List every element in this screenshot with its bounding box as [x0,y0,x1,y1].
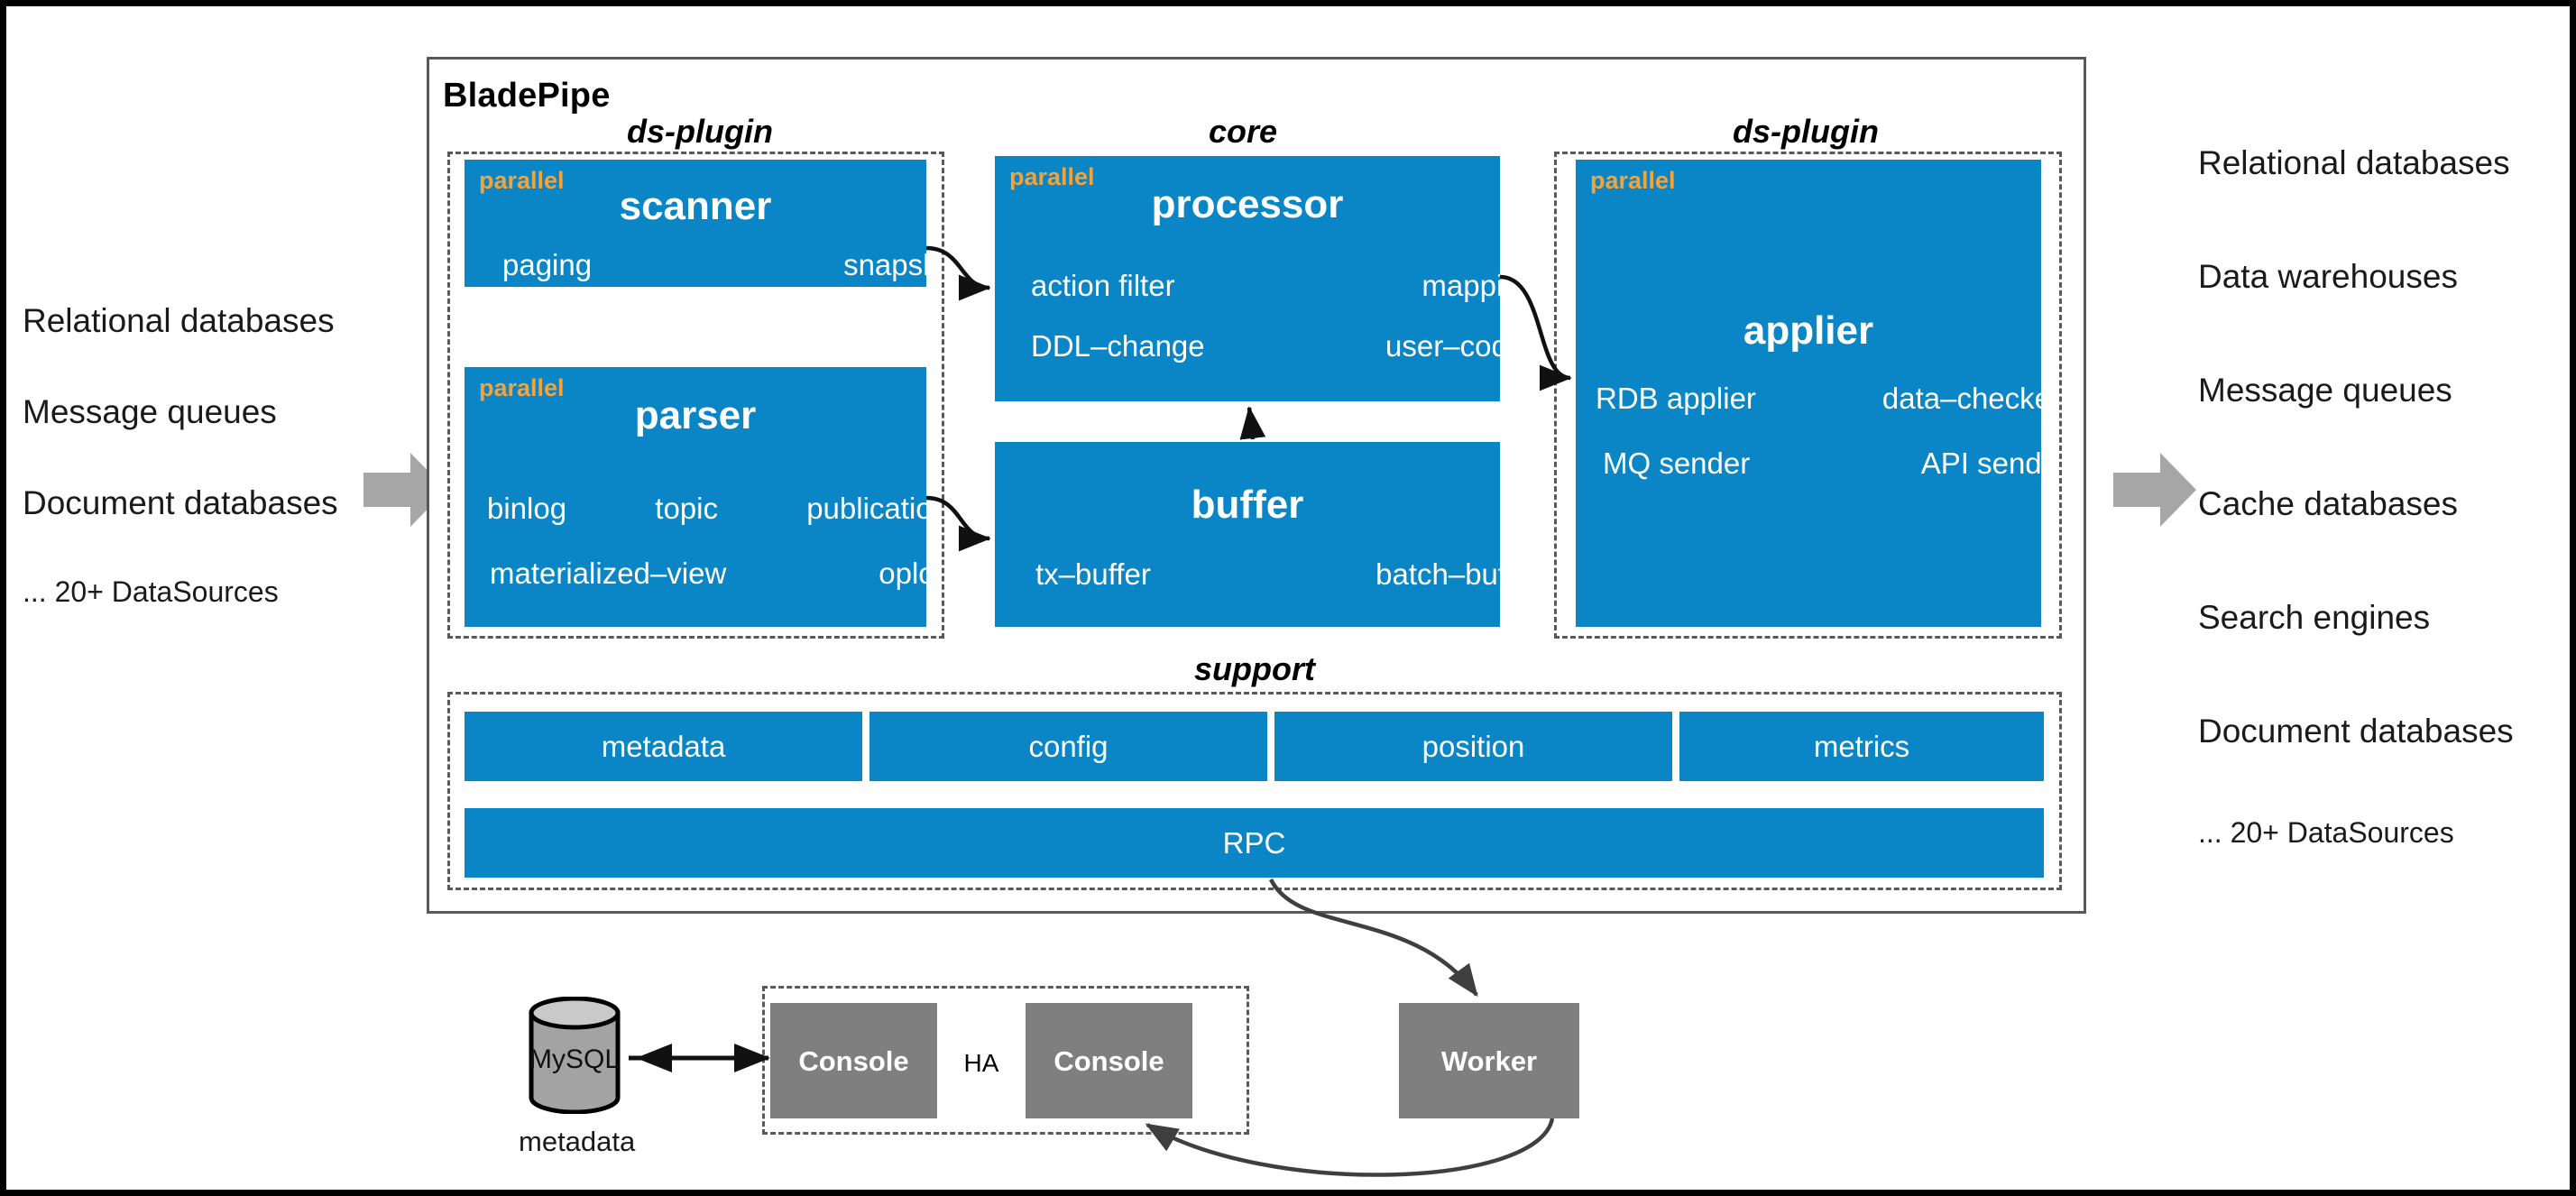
buffer-feature-tx-buffer: tx–buffer [1035,557,1151,591]
sources-panel: Relational databases Message queues Docu… [23,304,401,606]
metadata-database-caption: metadata [519,1126,636,1157]
scanner-title: scanner [619,184,772,228]
module-parser[interactable]: parallel parser binlog topic publication… [465,367,926,627]
processor-parallel-tag: parallel [1009,163,1095,190]
applier-feature-data-checker: data–checker [1881,382,2041,415]
scanner-parallel-tag: parallel [479,167,565,194]
source-item-0: Relational databases [23,302,335,339]
target-plugin-frame [1554,152,2062,639]
targets-more: ... 20+ DataSources [2198,816,2454,849]
processor-feature-ddl-change: DDL–change [1031,329,1205,363]
parser-features-row-2: materialized–view oplog [465,558,926,588]
support-service-position[interactable]: position [1274,712,1672,781]
targets-flow-arrow-icon [2113,453,2196,527]
bladepipe-title: BladePipe [443,77,611,115]
processor-feature-mapping: mapping [1421,269,1500,302]
group-caption-target-plugin: ds-plugin [1733,113,1879,150]
applier-features-row-1: RDB applier data–checker [1576,383,2041,413]
applier-feature-rdb-applier: RDB applier [1596,382,1756,415]
applier-title: applier [1743,308,1874,353]
console-node-1[interactable]: Console [770,1003,937,1118]
target-item-3: Cache databases [2198,485,2458,522]
support-frame [447,692,2062,890]
parser-features-row-1: binlog topic publication [465,493,926,523]
database-name: MySQL [529,1044,621,1074]
module-processor[interactable]: parallel processor action filter mapping… [995,156,1500,401]
group-caption-source-plugin: ds-plugin [627,113,773,150]
target-item-1: Data warehouses [2198,258,2458,295]
buffer-feature-batch-buffer: batch–buffer [1375,557,1500,591]
parser-feature-materialized-view: materialized–view [490,557,727,590]
console-node-2[interactable]: Console [1026,1003,1192,1118]
module-applier[interactable]: parallel applier RDB applier data–checke… [1576,160,2041,627]
applier-feature-mq-sender: MQ sender [1603,446,1751,480]
processor-feature-user-code: user–code* [1385,329,1500,363]
scanner-feature-paging: paging [502,248,593,281]
parser-feature-publication: publication [806,492,926,525]
targets-panel: Relational databases Data warehouses Mes… [2198,144,2570,849]
scanner-feature-snapshot: snapshot [843,248,926,281]
source-plugin-frame [447,152,944,639]
group-caption-core: core [1208,113,1278,150]
applier-features-row-2: MQ sender API sender [1576,448,2041,478]
support-service-metadata[interactable]: metadata [465,712,862,781]
support-service-metrics[interactable]: metrics [1679,712,2044,781]
buffer-features: tx–buffer batch–buffer [995,559,1500,589]
target-item-2: Message queues [2198,372,2452,409]
applier-parallel-tag: parallel [1590,167,1676,194]
scanner-features: paging snapshot [465,250,926,280]
module-buffer[interactable]: buffer tx–buffer batch–buffer [995,442,1500,627]
parser-feature-oplog: oplog [879,557,926,590]
processor-features-row-2: DDL–change user–code* [995,331,1500,361]
target-item-0: Relational databases [2198,144,2510,181]
sources-flow-arrow-icon [363,453,446,527]
source-item-1: Message queues [23,393,277,430]
sources-more: ... 20+ DataSources [23,575,279,608]
support-service-rpc[interactable]: RPC [465,808,2044,878]
module-scanner[interactable]: parallel scanner paging snapshot [465,160,926,287]
support-service-config[interactable]: config [869,712,1267,781]
metadata-database: MySQL [528,996,621,1115]
ha-label: HA [963,1049,999,1077]
source-item-2: Document databases [23,484,338,521]
processor-title: processor [1151,182,1344,226]
worker-node[interactable]: Worker [1399,1003,1579,1118]
parser-feature-binlog: binlog [487,492,567,525]
database-cylinder-icon [529,996,621,1115]
processor-features-row-1: action filter mapping [995,271,1500,300]
target-item-4: Search engines [2198,599,2431,636]
applier-feature-api-sender: API sender [1920,446,2041,480]
group-caption-support: support [1194,650,1315,687]
target-item-5: Document databases [2198,713,2514,750]
processor-feature-action-filter: action filter [1031,269,1175,302]
buffer-title: buffer [1191,483,1304,527]
parser-parallel-tag: parallel [479,374,565,401]
parser-feature-topic: topic [655,492,718,525]
parser-title: parser [634,393,757,437]
